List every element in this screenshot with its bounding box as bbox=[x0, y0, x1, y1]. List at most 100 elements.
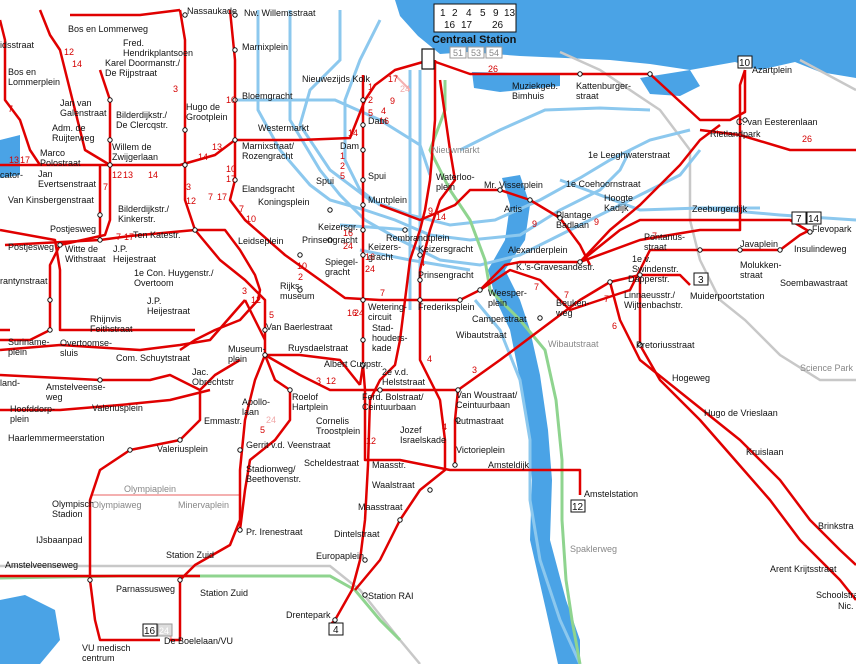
station-label-dintelstraat[interactable]: Dintelstraat bbox=[334, 529, 380, 539]
tram-stop[interactable] bbox=[360, 252, 366, 258]
tram-stop[interactable] bbox=[182, 127, 188, 133]
station-label-keizers_gracht_c[interactable]: Keizers-gracht bbox=[368, 242, 401, 262]
station-label-drentepark[interactable]: Drentepark bbox=[286, 610, 331, 620]
station-label-muntplein[interactable]: Muntplein bbox=[368, 195, 407, 205]
tram-stop[interactable] bbox=[362, 592, 368, 598]
station-label-lutmastraat[interactable]: Lutmastraat bbox=[456, 416, 504, 426]
tram-stop[interactable] bbox=[87, 577, 93, 583]
tram-stop[interactable] bbox=[177, 437, 183, 443]
tram-stop[interactable] bbox=[177, 577, 183, 583]
tram-stop[interactable] bbox=[647, 71, 653, 77]
station-label-weesperplein[interactable]: Weesper-plein bbox=[488, 288, 527, 308]
station-label-station_zuid_b[interactable]: Station Zuid bbox=[200, 588, 248, 598]
station-label-bilderdijk_kinker[interactable]: Bilderdijkstr./Kinkerstr. bbox=[118, 204, 170, 224]
station-label-nic[interactable]: Nic. bbox=[838, 601, 854, 611]
tram-stop[interactable] bbox=[527, 197, 533, 203]
tram-stop[interactable] bbox=[360, 297, 366, 303]
station-label-karel_doorman[interactable]: Karel Doormanstr./De Rijpstraat bbox=[105, 58, 181, 78]
tram-stop[interactable] bbox=[417, 297, 423, 303]
station-label-haarlemmermeer[interactable]: Haarlemmermeerstation bbox=[8, 433, 105, 443]
station-label-gerrit_veen[interactable]: Gerrit v.d. Veenstraat bbox=[246, 440, 331, 450]
station-label-postjesweg_a[interactable]: Postjesweg bbox=[50, 224, 96, 234]
station-label-elandsgracht[interactable]: Elandsgracht bbox=[242, 184, 295, 194]
station-label-vrieslaan[interactable]: Hugo de Vrieslaan bbox=[704, 408, 778, 418]
tram-stop[interactable] bbox=[232, 137, 238, 143]
tram-stop[interactable] bbox=[182, 162, 188, 168]
station-label-amsteldijk[interactable]: Amsteldijk bbox=[488, 460, 530, 470]
station-label-camperstraat[interactable]: Camperstraat bbox=[472, 314, 527, 324]
station-label-kruislaan[interactable]: Kruislaan bbox=[746, 447, 784, 457]
station-label-muiderpoort[interactable]: Muiderpoortstation bbox=[690, 291, 765, 301]
tram-stop[interactable] bbox=[327, 237, 333, 243]
tram-stop[interactable] bbox=[697, 247, 703, 253]
tram-stop[interactable] bbox=[397, 517, 403, 523]
tram-stop[interactable] bbox=[807, 229, 813, 235]
station-label-valeriusplein[interactable]: Valeriusplein bbox=[92, 403, 143, 413]
station-label-pontanus[interactable]: Pontanus-straat bbox=[644, 232, 685, 252]
station-label-arent_krijt[interactable]: Arent Krijtsstraat bbox=[770, 564, 837, 574]
tram-stop[interactable] bbox=[417, 277, 423, 283]
station-label-spui_a[interactable]: Spui bbox=[316, 176, 334, 186]
station-label-postjesweg_b[interactable]: Postjesweg bbox=[8, 242, 54, 252]
tram-stop[interactable] bbox=[287, 387, 293, 393]
tram-stop[interactable] bbox=[192, 227, 198, 233]
tram-stop[interactable] bbox=[127, 447, 133, 453]
station-label-schoolstra[interactable]: Schoolstra bbox=[816, 590, 856, 600]
station-label-eesteren[interactable]: C. van Eesterenlaan bbox=[736, 117, 818, 127]
station-label-wibautstraat[interactable]: Wibautstraat bbox=[456, 330, 507, 340]
station-label-boelelaan[interactable]: De Boelelaan/VU bbox=[164, 636, 233, 646]
station-label-hoofddorpplein[interactable]: Hoofddorp-plein bbox=[10, 404, 55, 424]
station-label-leeghwater[interactable]: 1e Leeghwaterstraat bbox=[588, 150, 671, 160]
tram-stop[interactable] bbox=[477, 287, 483, 293]
station-label-land[interactable]: land- bbox=[0, 378, 20, 388]
tram-stop[interactable] bbox=[47, 297, 53, 303]
station-label-pr_irene[interactable]: Pr. Irenestraat bbox=[246, 527, 303, 537]
station-label-swindenstr[interactable]: 1e v.Swindenstr. bbox=[632, 254, 679, 274]
tram-stop[interactable] bbox=[237, 527, 243, 533]
tram-stop[interactable] bbox=[607, 279, 613, 285]
tram-stop[interactable] bbox=[47, 327, 53, 333]
station-label-spui_b[interactable]: Spui bbox=[368, 171, 386, 181]
tram-stop[interactable] bbox=[402, 227, 408, 233]
tram-stop[interactable] bbox=[232, 177, 238, 183]
station-label-cator[interactable]: cator- bbox=[0, 170, 23, 180]
station-label-nassaukade[interactable]: Nassaukade bbox=[187, 6, 237, 16]
station-label-westermarkt[interactable]: Westermarkt bbox=[258, 123, 309, 133]
tram-stop[interactable] bbox=[360, 202, 366, 208]
station-label-brinkstra[interactable]: Brinkstra bbox=[818, 521, 854, 531]
tram-stop[interactable] bbox=[107, 97, 113, 103]
station-label-schuytstraat[interactable]: Com. Schuytstraat bbox=[116, 353, 191, 363]
station-label-science_park[interactable]: Science Park bbox=[800, 363, 854, 373]
station-label-idsstraat[interactable]: idsstraat bbox=[0, 40, 35, 50]
station-label-prinsengracht_a[interactable]: Prinsengracht bbox=[302, 235, 358, 245]
station-label-koningsplein[interactable]: Koningsplein bbox=[258, 197, 310, 207]
station-label-beukenweg[interactable]: Beuken-weg bbox=[555, 298, 590, 318]
tram-stop[interactable] bbox=[457, 297, 463, 303]
station-label-maasstraat[interactable]: Maasstraat bbox=[358, 502, 403, 512]
station-label-amstelveenseweg_b[interactable]: Amstelveenseweg bbox=[5, 560, 78, 570]
tram-stop[interactable] bbox=[455, 417, 461, 423]
tram-stop[interactable] bbox=[557, 215, 563, 221]
station-label-marnixplein[interactable]: Marnixplein bbox=[242, 42, 288, 52]
tram-stop[interactable] bbox=[262, 327, 268, 333]
tram-stop[interactable] bbox=[577, 71, 583, 77]
tram-stop[interactable] bbox=[107, 162, 113, 168]
tram-stop[interactable] bbox=[57, 242, 63, 248]
station-label-bilderdijk_clercq[interactable]: Bilderdijkstr./De Clercqstr. bbox=[116, 110, 168, 130]
station-label-olympiaweg[interactable]: Olympiaweg bbox=[92, 500, 142, 510]
tram-stop[interactable] bbox=[97, 212, 103, 218]
station-label-muziekgeb[interactable]: Muziekgeb.Bimhuis bbox=[512, 81, 558, 101]
station-label-amstelstation[interactable]: Amstelstation bbox=[584, 489, 638, 499]
station-label-emmastr[interactable]: Emmastr. bbox=[204, 416, 242, 426]
tram-stop[interactable] bbox=[237, 447, 243, 453]
tram-stop[interactable] bbox=[377, 387, 383, 393]
station-label-rembrandtplein[interactable]: Rembrandtplein bbox=[386, 233, 450, 243]
tram-stop[interactable] bbox=[97, 237, 103, 243]
tram-stop[interactable] bbox=[360, 227, 366, 233]
station-label-minervaplein[interactable]: Minervaplein bbox=[178, 500, 229, 510]
station-label-huygens[interactable]: 1e Con. Huygenstr./Overtoom bbox=[134, 268, 214, 288]
